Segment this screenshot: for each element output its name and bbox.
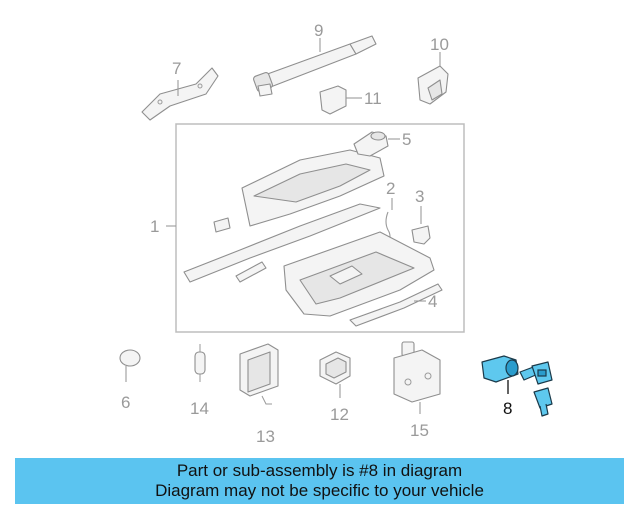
callout-4: 4: [428, 292, 437, 311]
part-3-stopper[interactable]: [411, 206, 431, 245]
part-15-lock-bracket[interactable]: [393, 341, 441, 414]
part-6-plug[interactable]: [119, 349, 141, 382]
callout-1: 1: [150, 217, 159, 236]
glove-box-bin[interactable]: [283, 231, 435, 317]
part-11-bumper[interactable]: [319, 85, 362, 115]
callout-15: 15: [410, 421, 429, 440]
callout-2: 2: [386, 179, 395, 198]
part-7-bracket[interactable]: [141, 67, 219, 121]
part-13-switch[interactable]: [239, 343, 279, 405]
callout-13: 13: [256, 427, 275, 446]
callout-14: 14: [190, 399, 209, 418]
part-1-glove-box-assembly[interactable]: [166, 123, 465, 333]
part-12-lamp[interactable]: [319, 351, 351, 398]
part-10-bracket[interactable]: [417, 52, 449, 105]
part-5-damper[interactable]: [353, 131, 400, 157]
banner-line-2: Diagram may not be specific to your vehi…: [155, 481, 484, 500]
callout-9: 9: [314, 21, 323, 40]
callout-8: 8: [503, 399, 512, 418]
part-4-seal[interactable]: [349, 283, 443, 327]
callout-11: 11: [364, 89, 382, 108]
part-8-lock-cylinder[interactable]: [481, 355, 553, 417]
banner-line-1: Part or sub-assembly is #8 in diagram: [176, 461, 463, 480]
callout-7: 7: [172, 59, 181, 78]
callout-12: 12: [330, 405, 349, 424]
part-9-strut[interactable]: [253, 35, 377, 97]
part-14-bulb[interactable]: [194, 344, 206, 382]
info-banner: Part or sub-assembly is #8 in diagram Di…: [15, 458, 624, 504]
callout-3: 3: [415, 187, 424, 206]
callout-10: 10: [430, 35, 449, 54]
callout-5: 5: [402, 130, 411, 149]
callout-6: 6: [121, 393, 130, 412]
parts-diagram: 9 10 7 11 1 5: [119, 21, 553, 446]
